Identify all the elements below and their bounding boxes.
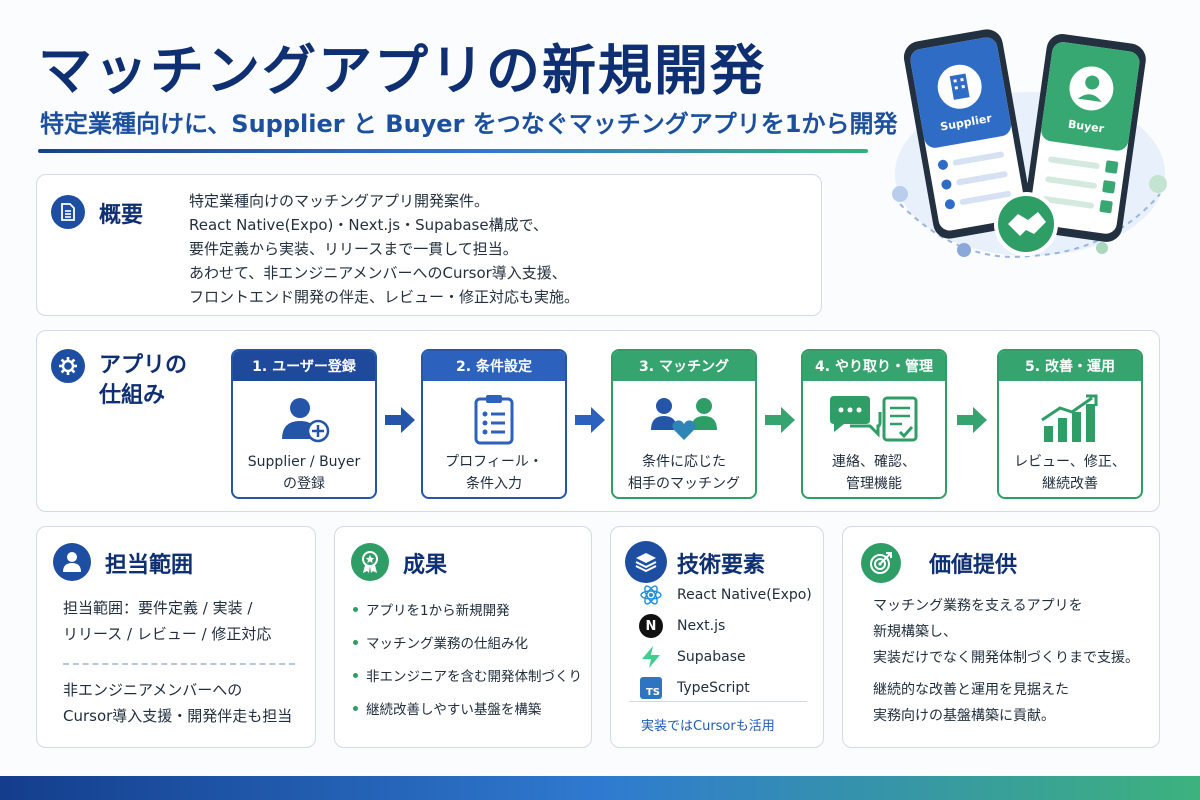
result-card: 成果 アプリを1から新規開発 マッチング業務の仕組み化 非エンジニアを含む開発体…	[334, 526, 592, 748]
value-text: 実装だけでなく開発体制づくりまで支援。	[873, 650, 1139, 666]
value-text: 新規構築し、	[873, 624, 957, 640]
nextjs-logo-mark: N	[639, 614, 663, 638]
app-flow-title-line: 仕組み	[99, 383, 166, 408]
tech-item: TS TypeScript	[639, 676, 750, 700]
overview-line: 要件定義から実装、リリースまで一貫して担当。	[189, 240, 518, 258]
title-divider	[38, 149, 868, 153]
tech-name: Next.js	[677, 618, 726, 634]
flow-step-improvement-operation: 5. 改善・運用 レビュー、修正、 継続改善	[997, 349, 1143, 499]
scope-text: 非エンジニアメンバーへの	[63, 681, 243, 699]
scope-title: 担当範囲	[105, 553, 194, 578]
result-item: 継続改善しやすい基盤を構築	[353, 694, 582, 727]
buyer-phone-label: Buyer	[1067, 118, 1105, 136]
value-text: 継続的な改善と運用を見据えた	[873, 682, 1069, 698]
handshake-icon	[994, 192, 1058, 256]
tech-divider	[629, 701, 807, 702]
flow-step-user-registration: 1. ユーザー登録 Supplier / Buyer の登録	[231, 349, 377, 499]
flow-step-text: Supplier / Buyer	[247, 454, 361, 470]
overview-line: React Native(Expo)・Next.js・Supabase構成で、	[189, 216, 548, 234]
flow-step-text: プロフィール・	[445, 454, 543, 470]
result-item: アプリを1から新規開発	[353, 595, 582, 628]
tech-item: N Next.js	[639, 614, 725, 638]
flow-step-heading: 1. ユーザー登録	[233, 351, 375, 381]
flow-step-heading: 3. マッチング	[613, 351, 755, 381]
typescript-icon: TS	[639, 676, 663, 700]
tech-card: 技術要素 React Native(Expo) N Next.js Supaba…	[610, 526, 824, 748]
scope-text: リリース / レビュー / 修正対応	[63, 625, 272, 643]
overview-line: 特定業種向けのマッチングアプリ開発案件。	[189, 192, 490, 210]
overview-card: 概要 特定業種向けのマッチングアプリ開発案件。 React Native(Exp…	[36, 174, 822, 316]
app-flow-title-line: アプリの	[99, 353, 188, 378]
buyer-phone: Buyer	[1023, 34, 1146, 242]
supabase-icon	[639, 645, 663, 669]
flow-arrow-icon	[575, 407, 605, 433]
value-text: 実務向けの基盤構築に貢献。	[873, 708, 1055, 724]
tech-name: TypeScript	[677, 680, 750, 696]
flow-step-heading: 2. 条件設定	[423, 351, 565, 381]
document-icon	[51, 195, 85, 229]
tech-name: React Native(Expo)	[677, 587, 812, 603]
flow-step-matching: 3. マッチング 条件に応じた 相手のマッチング	[611, 349, 757, 499]
flow-step-text: 継続改善	[1042, 476, 1098, 492]
growth-chart-icon	[999, 387, 1141, 451]
result-item: 非エンジニアを含む開発体制づくり	[353, 661, 582, 694]
nextjs-icon: N	[639, 614, 663, 638]
flow-step-text: 管理機能	[846, 476, 902, 492]
hero-illustration: Supplier Buyer	[892, 29, 1167, 258]
flow-step-heading: 5. 改善・運用	[999, 351, 1141, 381]
award-icon	[351, 543, 389, 581]
flow-step-communication-management: 4. やり取り・管理 連絡、確認、 管理機能	[801, 349, 947, 499]
react-icon	[639, 583, 663, 607]
page-title: マッチングアプリの新規開発	[38, 39, 766, 102]
gear-icon	[51, 349, 85, 383]
flow-step-condition-setting: 2. 条件設定 プロフィール・ 条件入力	[421, 349, 567, 499]
tech-title: 技術要素	[677, 553, 766, 578]
flow-step-text: 条件に応じた	[642, 454, 726, 470]
tech-name: Supabase	[677, 649, 746, 665]
overview-line: フロントエンド開発の伴走、レビュー・修正対応も実施。	[189, 288, 580, 306]
flow-step-heading: 4. やり取り・管理	[803, 351, 945, 381]
scope-divider	[63, 663, 295, 665]
flow-arrow-icon	[385, 407, 415, 433]
page-subtitle: 特定業種向けに、Supplier と Buyer をつなぐマッチングアプリを1か…	[40, 110, 898, 138]
scope-card: 担当範囲 担当範囲：要件定義 / 実装 / リリース / レビュー / 修正対応…	[36, 526, 316, 748]
scope-text: Cursor導入支援・開発伴走も担当	[63, 707, 293, 725]
add-user-icon	[233, 387, 375, 451]
flow-arrow-icon	[957, 407, 987, 433]
layers-icon	[625, 541, 667, 583]
value-card: 価値提供 マッチング業務を支えるアプリを 新規構築し、 実装だけでなく開発体制づ…	[842, 526, 1160, 748]
app-flow-title: アプリの 仕組み	[99, 351, 187, 411]
flow-step-text: 連絡、確認、	[832, 454, 916, 470]
flow-step-text: の登録	[283, 476, 325, 492]
chat-icon	[803, 387, 945, 451]
overview-body: 特定業種向けのマッチングアプリ開発案件。 React Native(Expo)・…	[189, 189, 579, 309]
bottom-gradient-bar	[0, 776, 1200, 800]
overview-title: 概要	[99, 203, 144, 228]
match-icon	[613, 387, 755, 451]
value-title: 価値提供	[929, 553, 1018, 578]
scope-text: 担当範囲：要件定義 / 実装 /	[63, 599, 253, 617]
tech-item: Supabase	[639, 645, 746, 669]
clipboard-icon	[423, 387, 565, 451]
result-item: マッチング業務の仕組み化	[353, 628, 582, 661]
target-icon	[861, 543, 901, 583]
app-flow-card: アプリの 仕組み 1. ユーザー登録 Supplier / Buyer の登録 …	[36, 330, 1160, 512]
flow-step-text: レビュー、修正、	[1014, 454, 1126, 470]
flow-step-text: 相手のマッチング	[628, 476, 740, 492]
result-title: 成果	[403, 553, 448, 578]
result-list: アプリを1から新規開発 マッチング業務の仕組み化 非エンジニアを含む開発体制づく…	[353, 595, 582, 727]
flow-arrow-icon	[765, 407, 795, 433]
tech-note: 実装ではCursorも活用	[641, 719, 775, 734]
supplier-phone: Supplier	[903, 29, 1033, 239]
flow-step-text: 条件入力	[466, 476, 522, 492]
typescript-logo-mark: TS	[640, 677, 662, 699]
overview-line: あわせて、非エンジニアメンバーへのCursor導入支援、	[189, 264, 567, 282]
person-icon	[53, 543, 91, 581]
person-icon	[1085, 75, 1100, 90]
value-text: マッチング業務を支えるアプリを	[873, 598, 1083, 614]
tech-item: React Native(Expo)	[639, 583, 812, 607]
